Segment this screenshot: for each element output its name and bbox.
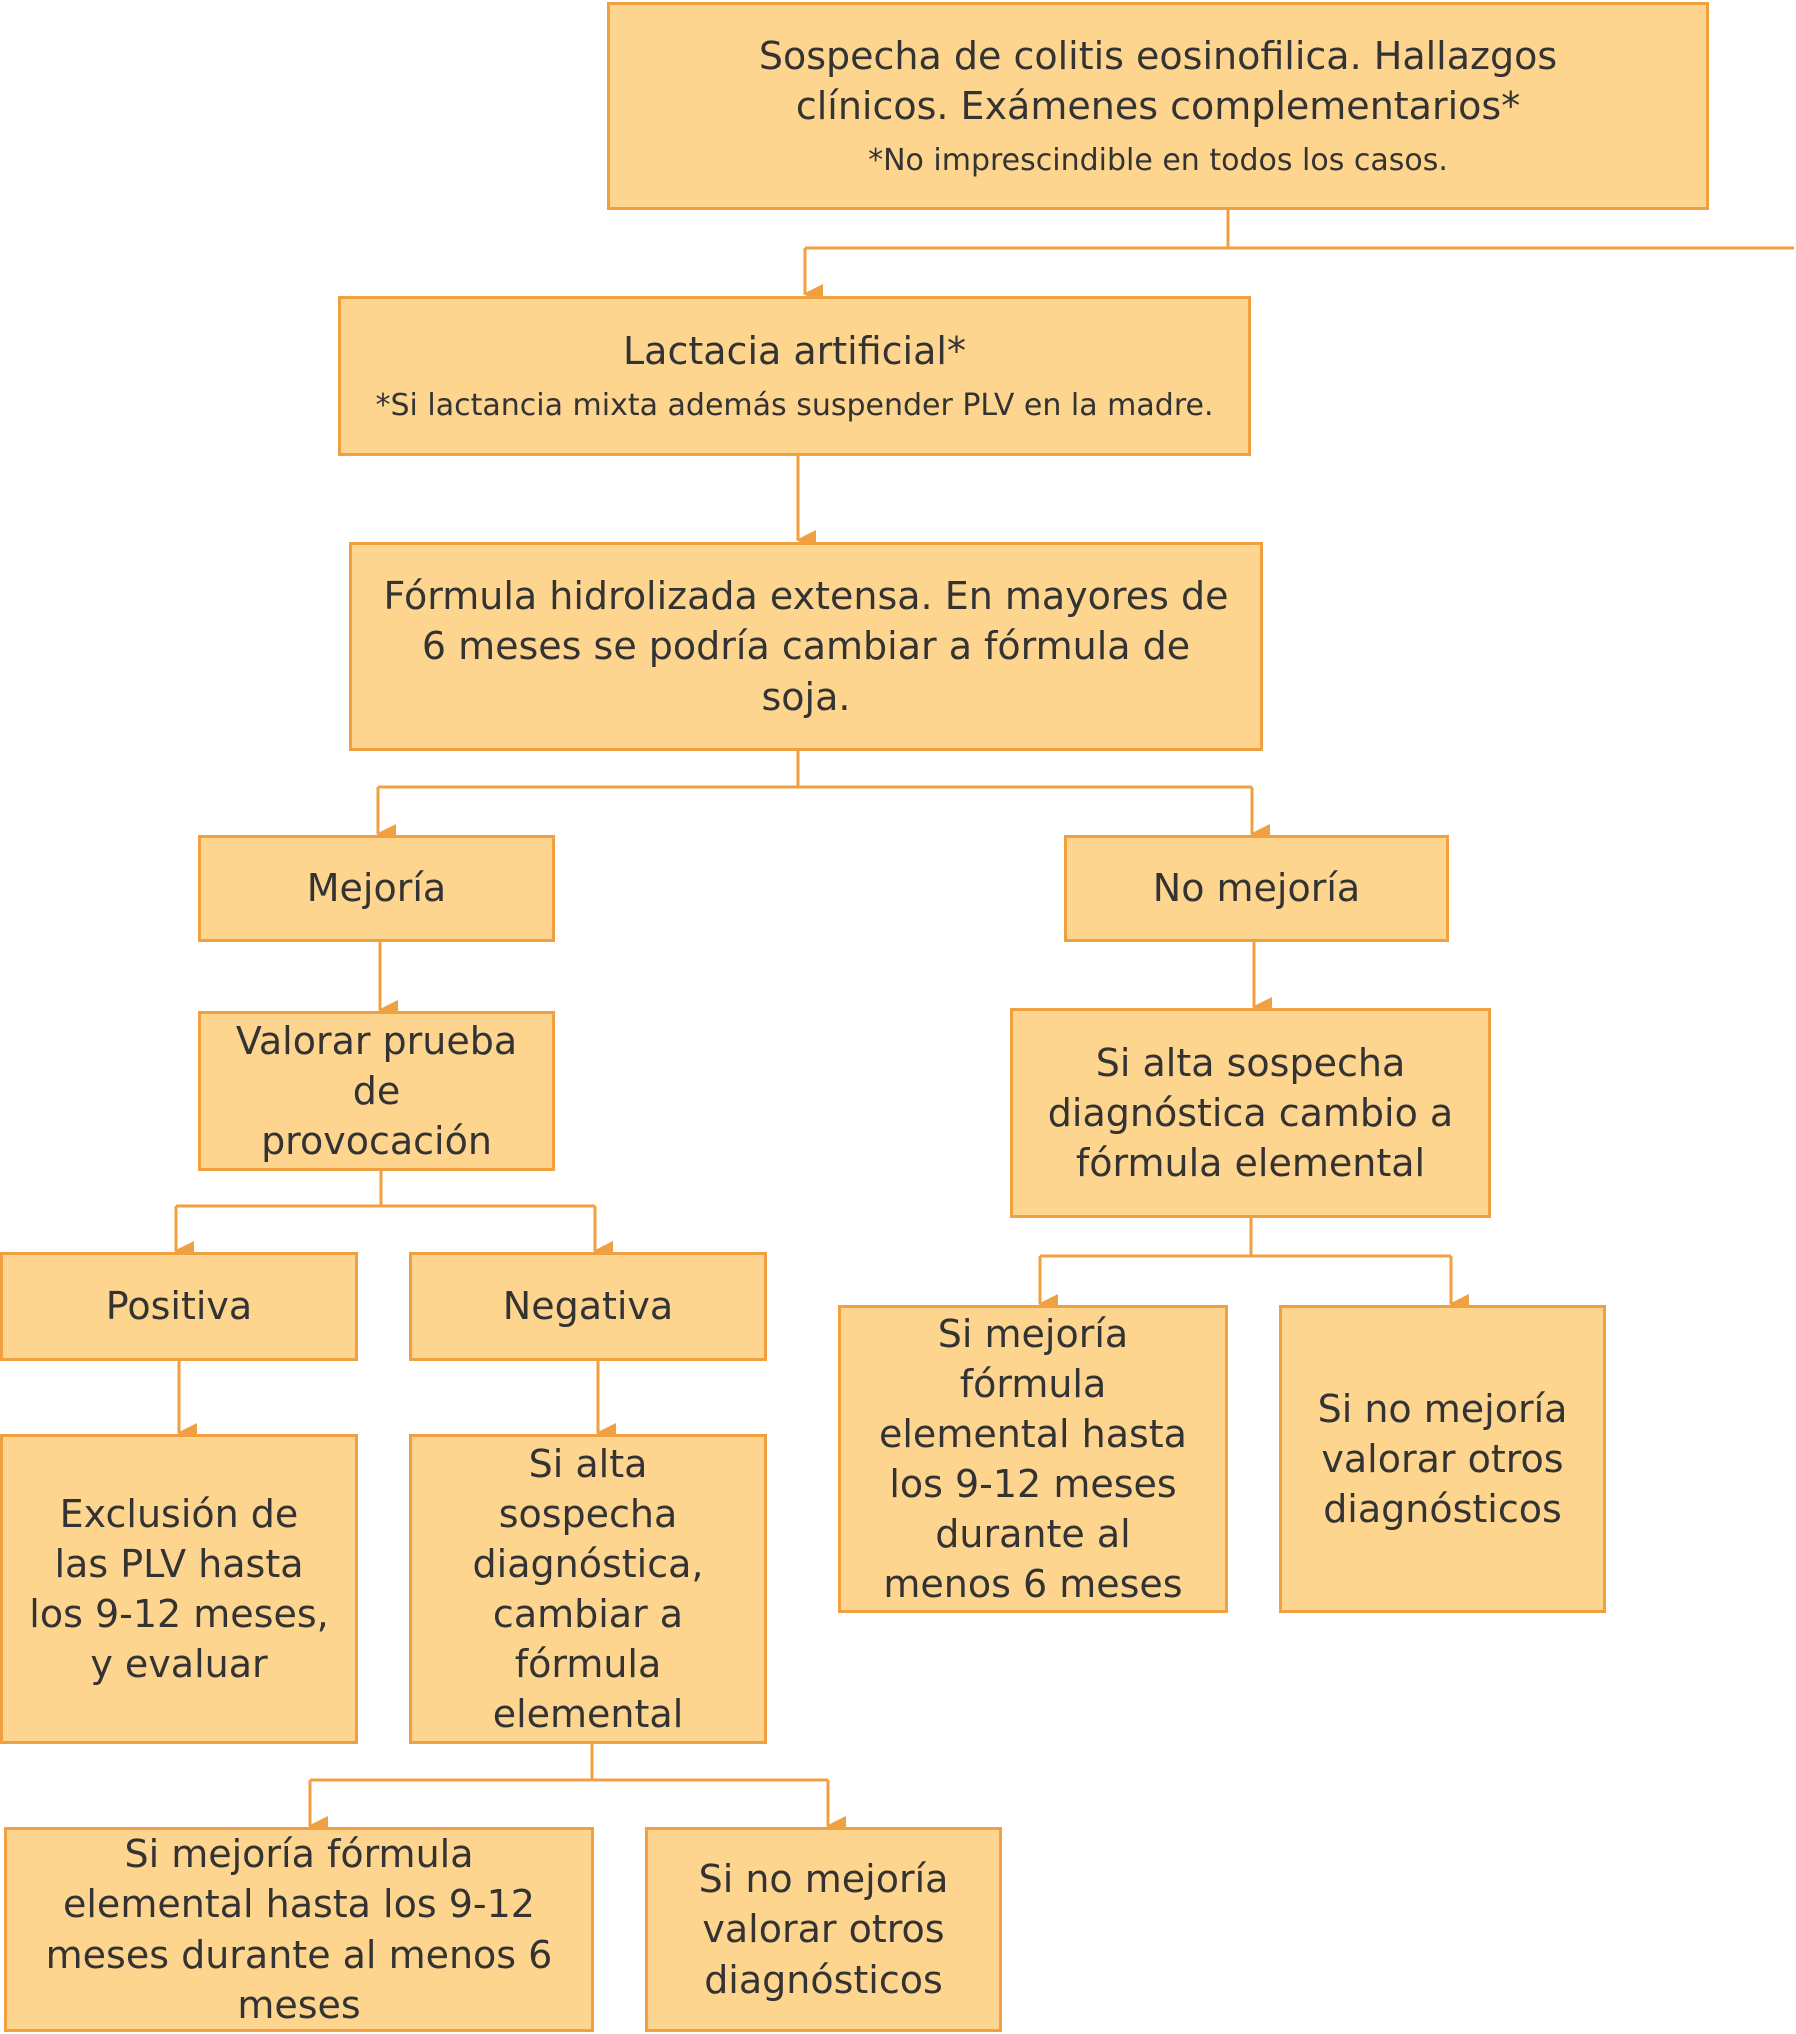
node-text: Mejoría	[306, 866, 447, 911]
node-text: Si no mejoría valorar otros diagnósticos	[698, 1857, 949, 2002]
node-text: Valorar prueba de provocación	[235, 1018, 518, 1164]
node-text: Si mejoría fórmula elemental hasta los 9…	[879, 1311, 1187, 1607]
node-text: Sospecha de colitis eosinofilica. Hallaz…	[758, 34, 1558, 129]
node-negativa: Negativa	[409, 1252, 767, 1361]
node-text: Si mejoría fórmula elemental hasta los 9…	[45, 1832, 553, 2027]
node-text: Si no mejoría valorar otros diagnósticos	[1317, 1386, 1568, 1532]
node-otros-diagnosticos-izquierda: Si no mejoría valorar otros diagnósticos	[645, 1827, 1002, 2032]
node-sospecha-elemental-derecha: Si alta sospecha diagnóstica cambio a fó…	[1010, 1008, 1491, 1218]
node-text: Positiva	[105, 1284, 253, 1329]
node-note: *No imprescindible en todos los casos.	[868, 143, 1448, 179]
node-positiva: Positiva	[0, 1252, 358, 1361]
node-mejoria: Mejoría	[198, 835, 555, 942]
node-text: No mejoría	[1152, 866, 1361, 911]
node-text: Si alta sospecha diagnóstica, cambiar a …	[472, 1441, 704, 1737]
node-mejoria-elemental-derecha: Si mejoría fórmula elemental hasta los 9…	[838, 1305, 1228, 1613]
node-no-mejoria: No mejoría	[1064, 835, 1449, 942]
node-lactancia-artificial: Lactacia artificial* *Si lactancia mixta…	[338, 296, 1251, 456]
node-mejoria-elemental-izquierda: Si mejoría fórmula elemental hasta los 9…	[4, 1827, 594, 2032]
node-sospecha-elemental-izquierda: Si alta sospecha diagnóstica, cambiar a …	[409, 1434, 767, 1744]
node-text: Negativa	[502, 1284, 674, 1329]
node-formula-hidrolizada: Fórmula hidrolizada extensa. En mayores …	[349, 542, 1263, 751]
node-note: *Si lactancia mixta además suspender PLV…	[375, 388, 1214, 424]
node-valorar-prueba-provocacion: Valorar prueba de provocación	[198, 1011, 555, 1171]
node-text: Exclusión de las PLV hasta los 9-12 mese…	[29, 1491, 329, 1687]
node-otros-diagnosticos-derecha: Si no mejoría valorar otros diagnósticos	[1279, 1305, 1606, 1613]
node-text: Fórmula hidrolizada extensa. En mayores …	[383, 574, 1229, 719]
node-sospecha-colitis: Sospecha de colitis eosinofilica. Hallaz…	[607, 2, 1709, 210]
node-text: Lactacia artificial*	[623, 329, 966, 374]
node-exclusion-plv: Exclusión de las PLV hasta los 9-12 mese…	[0, 1434, 358, 1744]
node-text: Si alta sospecha diagnóstica cambio a fó…	[1047, 1040, 1454, 1186]
